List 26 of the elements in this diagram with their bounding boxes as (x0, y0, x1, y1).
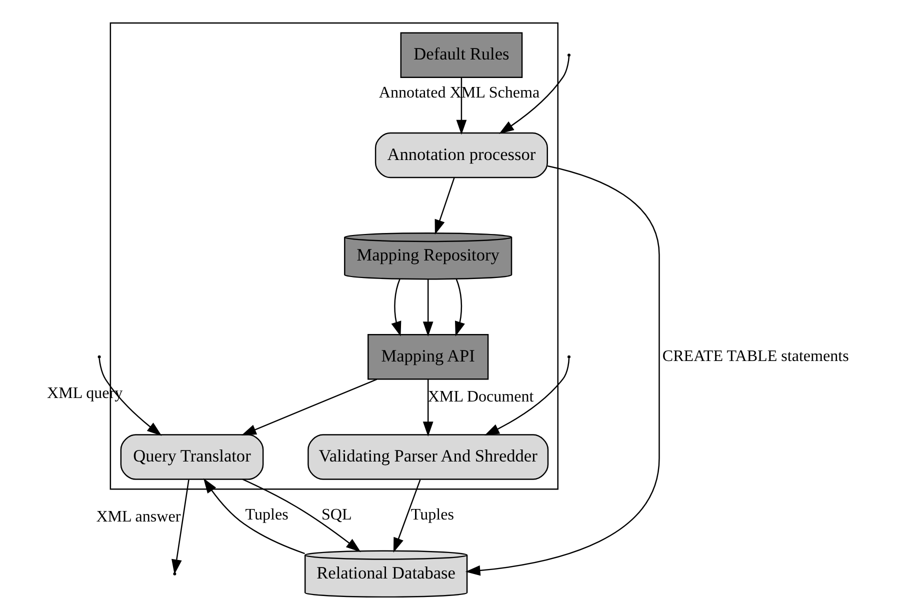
arrow (202, 478, 304, 554)
arrow (456, 78, 466, 135)
arrow (242, 478, 360, 552)
node-box: Query Translator (120, 434, 264, 480)
arrow (498, 56, 570, 134)
node-box: Mapping API (367, 334, 488, 380)
arrow (464, 165, 660, 576)
arrow (422, 279, 433, 336)
arrow (98, 358, 162, 436)
node-box: Validating Parser And Shredder (307, 434, 548, 480)
edge-label: Tuples (244, 506, 288, 524)
arrow (392, 480, 420, 553)
edge-label: SQL (320, 506, 352, 524)
arrow (171, 480, 189, 574)
arrow (240, 378, 377, 436)
arrow (434, 178, 454, 235)
edge-label: Tuples (410, 506, 454, 524)
arrow (422, 379, 433, 437)
arrow (390, 278, 401, 336)
edge-label: XML Document (427, 388, 534, 406)
node-box: Default Rules (400, 32, 522, 78)
edge-label: XML answer (96, 508, 180, 526)
arrow (454, 278, 464, 336)
node-box: Annotation processor (374, 132, 548, 178)
edge-label: CREATE TABLE statements (662, 348, 848, 366)
arrow (484, 358, 570, 436)
